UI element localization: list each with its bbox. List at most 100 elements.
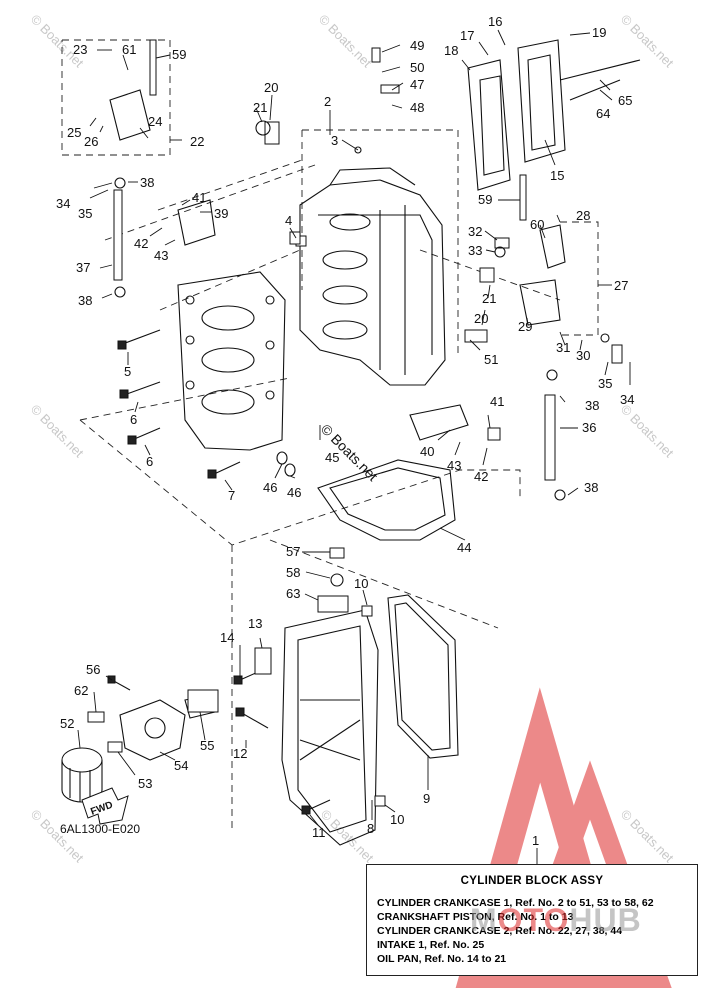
callout-1: 1 (532, 833, 539, 848)
callout-10: 10 (354, 576, 368, 591)
watermark-text: © Boats.net (618, 402, 677, 461)
callout-31: 31 (556, 340, 570, 355)
callout-20: 20 (264, 80, 278, 95)
callout-26: 26 (84, 134, 98, 149)
callout-36: 36 (582, 420, 596, 435)
callout-3: 3 (331, 133, 338, 148)
callout-32: 32 (468, 224, 482, 239)
brand-watermark-part: OTO (497, 902, 570, 938)
callout-11: 11 (312, 825, 326, 840)
callout-50: 50 (410, 60, 424, 75)
leader-lines (77, 29, 631, 864)
callout-58: 58 (286, 565, 300, 580)
watermark-text: © Boats.net (618, 807, 677, 866)
callout-61: 61 (122, 42, 136, 57)
oil-pan (281, 609, 379, 846)
callout-43: 43 (447, 458, 461, 473)
brand-watermark-part: HUB (569, 902, 642, 938)
callout-25: 25 (67, 125, 81, 140)
legend-line: INTAKE 1, Ref. No. 25 (377, 939, 485, 951)
legend-title: CYLINDER BLOCK ASSY (460, 875, 604, 887)
callout-51: 51 (484, 352, 498, 367)
callout-54: 54 (174, 758, 188, 773)
callout-18: 18 (444, 43, 458, 58)
callout-42: 42 (134, 236, 148, 251)
callout-38: 38 (584, 480, 598, 495)
callout-62: 62 (74, 683, 88, 698)
callout-15: 15 (550, 168, 564, 183)
callout-23: 23 (73, 42, 87, 57)
callout-13: 13 (248, 616, 262, 631)
brand-watermark-part: M (470, 902, 498, 938)
callout-41: 41 (192, 190, 206, 205)
callout-7: 7 (228, 488, 235, 503)
callout-65: 65 (618, 93, 632, 108)
callout-27: 27 (614, 278, 628, 293)
legend-line: CYLINDER CRANKCASE 1, Ref. No. 2 to 51, … (377, 897, 654, 909)
watermark-text: © Boats.net (318, 807, 377, 866)
callout-49: 49 (410, 38, 424, 53)
callout-37: 37 (76, 260, 90, 275)
callout-55: 55 (200, 738, 214, 753)
callout-46: 46 (263, 480, 277, 495)
callout-45: 45 (325, 450, 339, 465)
watermark-text: © Boats.net (316, 12, 375, 71)
callout-43: 43 (154, 248, 168, 263)
callout-57: 57 (286, 544, 300, 559)
gasket-9 (387, 594, 459, 759)
callout-19: 19 (592, 25, 606, 40)
callout-40: 40 (420, 444, 434, 459)
forward-arrow: FWD (81, 787, 129, 825)
crankcase-half (177, 271, 286, 451)
callout-5: 5 (124, 364, 131, 379)
callout-42: 42 (474, 469, 488, 484)
callout-labels: 1 2 3 4 5 6 6 7 8 9 10 10 11 12 13 14 15… (56, 14, 634, 848)
legend-line: CYLINDER CRANKCASE 2, Ref. No. 22, 27, 3… (377, 925, 623, 937)
legend-box: CYLINDER BLOCK ASSY CYLINDER CRANKCASE 1… (366, 864, 698, 976)
callout-44: 44 (457, 540, 471, 555)
callout-46: 46 (287, 485, 301, 500)
callout-10: 10 (390, 812, 404, 827)
callout-63: 63 (286, 586, 300, 601)
callout-14: 14 (220, 630, 234, 645)
callout-21: 21 (253, 100, 267, 115)
callout-24: 24 (148, 114, 162, 129)
callout-60: 60 (530, 217, 544, 232)
callout-53: 53 (138, 776, 152, 791)
callout-59: 59 (478, 192, 492, 207)
callout-34: 34 (620, 392, 634, 407)
exhaust-covers (467, 39, 566, 191)
callout-38: 38 (585, 398, 599, 413)
callout-35: 35 (78, 206, 92, 221)
callout-41: 41 (490, 394, 504, 409)
callout-16: 16 (488, 14, 502, 29)
watermark-text: © Boats.net (618, 12, 677, 71)
callout-34: 34 (56, 196, 70, 211)
callout-9: 9 (423, 791, 430, 806)
callout-38: 38 (140, 175, 154, 190)
callout-8: 8 (367, 821, 374, 836)
callout-64: 64 (596, 106, 610, 121)
callout-47: 47 (410, 77, 424, 92)
legend-line: CRANKSHAFT PISTON, Ref. No. 1 to 13 (377, 911, 574, 923)
callout-20: 20 (474, 311, 488, 326)
brand-watermark: MOTOHUB (470, 902, 642, 939)
callout-48: 48 (410, 100, 424, 115)
callout-29: 29 (518, 319, 532, 334)
gasket-44 (317, 459, 456, 541)
callout-30: 30 (576, 348, 590, 363)
callout-28: 28 (576, 208, 590, 223)
cylinder-block (295, 167, 446, 386)
watermark-text: © Boats.net (28, 807, 87, 866)
callout-22: 22 (190, 134, 204, 149)
callout-21: 21 (482, 291, 496, 306)
callout-33: 33 (468, 243, 482, 258)
callout-6: 6 (146, 454, 153, 469)
callout-17: 17 (460, 28, 474, 43)
legend-line: OIL PAN, Ref. No. 14 to 21 (377, 953, 507, 965)
callout-38: 38 (78, 293, 92, 308)
callout-2: 2 (324, 94, 331, 109)
callout-12: 12 (233, 746, 247, 761)
callout-52: 52 (60, 716, 74, 731)
